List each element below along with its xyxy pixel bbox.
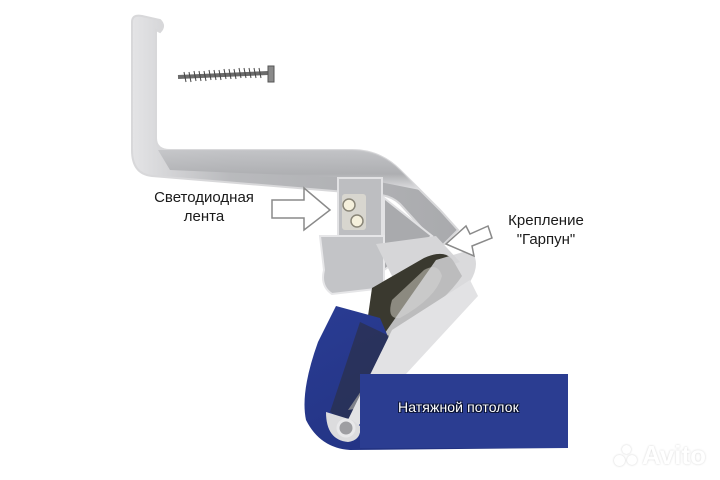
- arrow-led-icon: [271, 186, 332, 232]
- avito-watermark-text: Avito: [642, 440, 707, 470]
- label-led-strip: Светодиодная лента: [140, 188, 268, 226]
- label-led-strip-line1: Светодиодная: [154, 189, 254, 206]
- arrow-harpoon-icon: [444, 224, 493, 258]
- label-harpoon-line1: Крепление: [508, 212, 584, 229]
- avito-watermark: Avito: [612, 440, 706, 471]
- led-strip-icon: [342, 194, 366, 230]
- label-harpoon-mount: Крепление "Гарпун": [484, 211, 608, 249]
- avito-logo-icon: [612, 443, 638, 469]
- label-stretch-ceiling: Натяжной потолок: [398, 399, 519, 415]
- label-harpoon-line2: "Гарпун": [516, 231, 576, 248]
- screw-icon: [177, 65, 275, 83]
- label-led-strip-line2: лента: [183, 208, 225, 225]
- aluminum-profile: [131, 14, 460, 296]
- ceiling-film: [304, 280, 568, 450]
